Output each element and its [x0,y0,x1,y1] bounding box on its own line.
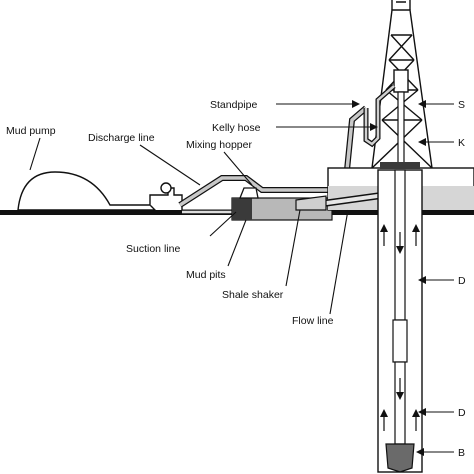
label-standpipe: Standpipe [210,99,257,111]
label-mixing-hopper: Mixing hopper [186,139,252,151]
label-kelly-hose: Kelly hose [212,122,261,134]
label-right-d2: D [458,407,466,419]
mixing-hopper-shape [239,187,259,199]
drill-collar [392,319,408,363]
swivel [393,69,409,93]
label-flow-line: Flow line [292,315,334,327]
label-mud-pits: Mud pits [186,269,226,281]
label-right-d1: D [458,275,466,287]
shale-shaker-shape [295,195,327,211]
kelly [397,91,405,167]
standpipe [363,84,396,148]
label-right-k: K [458,137,465,149]
downflow-arrows [396,232,404,400]
drill-bit [385,443,415,473]
leader-lines [29,103,454,453]
mud-pump-shape [17,171,157,211]
upflow-arrows [380,224,420,431]
rotary-table [380,162,420,169]
label-right-b: B [458,447,465,459]
label-discharge-line: Discharge line [88,132,155,144]
label-right-s: S [458,99,465,111]
pump-valve-icon [160,182,172,194]
label-mud-pump: Mud pump [6,125,56,137]
label-shale-shaker: Shale shaker [222,289,284,301]
leader-arrowheads [352,100,426,456]
label-suction-line: Suction line [126,243,180,255]
